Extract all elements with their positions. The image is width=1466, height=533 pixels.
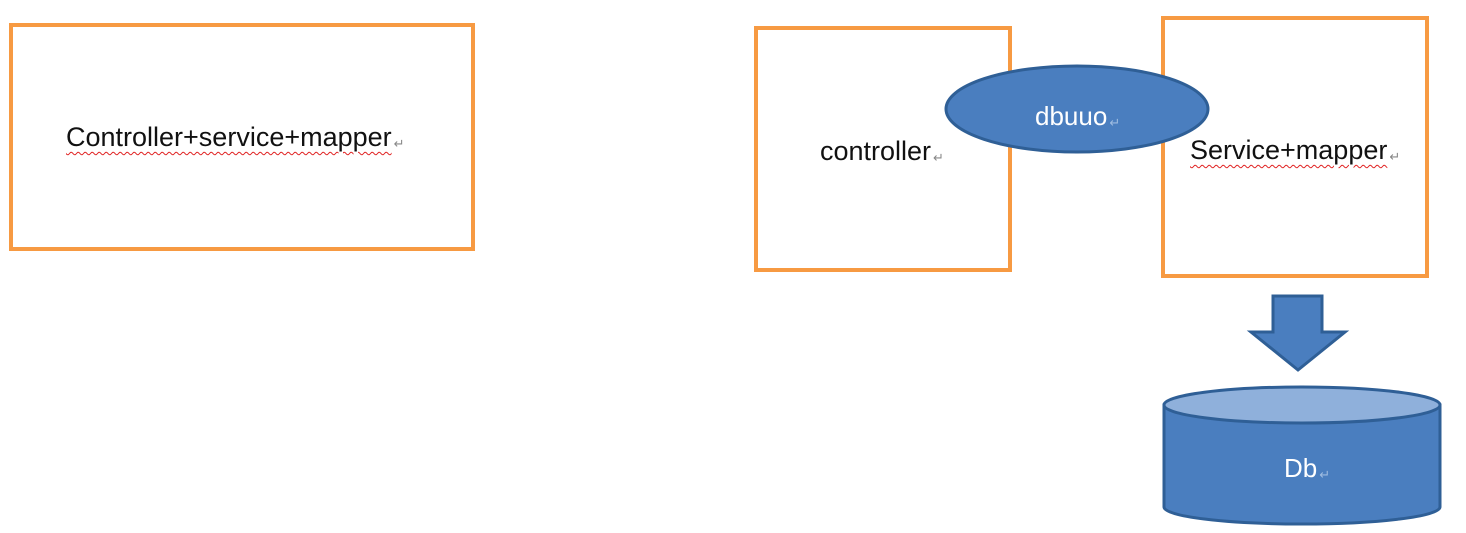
combined-layer-box xyxy=(9,23,475,251)
paragraph-mark-icon: ↵ xyxy=(933,150,944,165)
dbuuo-ellipse xyxy=(944,64,1210,154)
combined-layer-label: Controller+service+mapper↵ xyxy=(66,122,405,152)
paragraph-mark-icon: ↵ xyxy=(1109,115,1121,130)
service-mapper-box xyxy=(1161,16,1429,278)
dbuuo-label: dbuuo↵ xyxy=(1035,101,1121,131)
database-cylinder xyxy=(1162,385,1442,526)
paragraph-mark-icon: ↵ xyxy=(393,136,405,151)
down-arrow xyxy=(1246,294,1350,372)
database-top xyxy=(1162,385,1442,425)
database-label: Db↵ xyxy=(1284,453,1331,483)
paragraph-mark-icon: ↵ xyxy=(1319,467,1331,482)
service-mapper-label: Service+mapper↵ xyxy=(1190,135,1401,165)
paragraph-mark-icon: ↵ xyxy=(1389,149,1401,164)
controller-label: controller↵ xyxy=(820,136,944,166)
controller-box xyxy=(754,26,1012,272)
